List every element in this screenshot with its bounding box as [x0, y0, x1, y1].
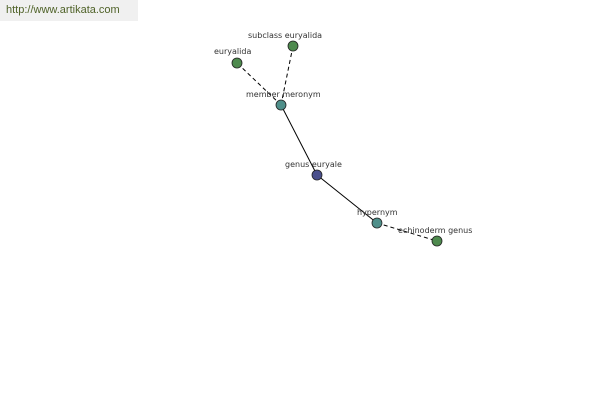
node-member-meronym[interactable]	[275, 99, 287, 111]
node-euryalida[interactable]	[231, 57, 243, 69]
nodes-layer	[231, 40, 443, 247]
labels-layer: genus euryale member meronym hypernym eurya…	[214, 31, 472, 235]
edge-genus-euryale-to-member-meronym	[280, 104, 318, 176]
node-label-echinoderm-genus[interactable]: echinoderm genus	[398, 226, 472, 235]
edge-member-meronym-to-subclass-euryalida	[280, 45, 294, 106]
edge-hypernym-to-echinoderm-genus	[376, 222, 438, 242]
node-label-member-meronym[interactable]: member meronym	[246, 90, 321, 99]
node-label-hypernym[interactable]: hypernym	[357, 208, 398, 217]
node-subclass-euryalida[interactable]	[287, 40, 299, 52]
node-echinoderm-genus[interactable]	[431, 235, 443, 247]
edge-member-meronym-to-euryalida	[236, 62, 282, 106]
node-hypernym[interactable]	[371, 217, 383, 229]
node-label-euryalida[interactable]: euryalida	[214, 47, 251, 56]
node-label-genus-euryale[interactable]: genus euryale	[285, 160, 342, 169]
edges-layer	[236, 45, 438, 242]
edge-genus-euryale-to-hypernym	[316, 174, 378, 224]
node-genus-euryale[interactable]	[311, 169, 323, 181]
node-label-subclass-euryalida[interactable]: subclass euryalida	[248, 31, 322, 40]
site-url-label[interactable]: http://www.artikata.com	[0, 0, 138, 21]
